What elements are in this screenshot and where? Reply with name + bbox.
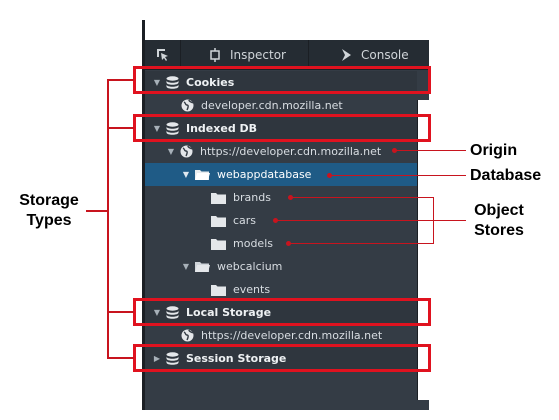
tree-item-store-cars[interactable]: cars [145,209,417,232]
folder-icon [195,169,210,181]
tree-item-local-storage-host[interactable]: https://developer.cdn.mozilla.net [145,324,417,347]
pointer-dot [286,241,291,246]
tree-item-label: Session Storage [186,352,287,365]
tree-item-label: events [233,283,271,296]
tree-item-label: cars [233,214,257,227]
folder-icon [211,192,226,204]
pointer-line-origin [396,150,466,151]
tree-item-store-events[interactable]: events [145,278,417,301]
bracket-tick [107,357,134,359]
element-picker-icon [156,49,168,61]
highlight-box-session-storage [133,344,431,372]
folder-icon [195,261,210,273]
highlight-box-local-storage [133,298,431,326]
pointer-line-store [277,220,434,221]
tree-item-label: developer.cdn.mozilla.net [201,99,343,112]
database-stack-icon [166,122,179,135]
globe-icon [181,329,194,342]
bracket-tick [107,127,134,129]
bracket-stem [86,210,107,212]
bracket-tick [107,79,134,81]
database-stack-icon [166,352,179,365]
chevron-down-icon[interactable]: ▼ [167,147,175,156]
tab-console[interactable]: Console [309,40,429,70]
highlight-box-cookies [133,66,431,94]
tree-item-label: webappdatabase [217,168,312,181]
tree-item-label: models [233,237,273,250]
callout-storage-types: Storage Types [10,191,88,231]
callout-text: Types [26,212,72,229]
tree-item-label: https://developer.cdn.mozilla.net [201,329,383,342]
tree-item-label: Cookies [186,76,235,89]
tab-inspector-label: Inspector [230,48,286,62]
tree-item-store-brands[interactable]: brands [145,186,417,209]
tree-item-origin[interactable]: ▼ https://developer.cdn.mozilla.net [145,140,417,163]
pointer-line-store [292,197,434,198]
element-picker-button[interactable] [145,40,181,70]
callout-object-stores: Object Stores [466,201,532,241]
tree-item-label: Local Storage [186,306,272,319]
chevron-down-icon[interactable]: ▼ [153,78,161,87]
globe-icon [181,99,194,112]
database-stack-icon [166,306,179,319]
tree-item-cookies[interactable]: ▼ Cookies [145,71,417,94]
tree-item-store-models[interactable]: models [145,232,417,255]
folder-icon [211,215,226,227]
tab-inspector[interactable]: Inspector [181,40,309,70]
tree-item-session-storage[interactable]: ▶ Session Storage [145,347,417,370]
tree-item-local-storage[interactable]: ▼ Local Storage [145,301,417,324]
folder-icon [211,238,226,250]
window-frame-edge [142,20,145,410]
bracket-tick [107,311,134,313]
tree-item-database-webcalcium[interactable]: ▼ webcalcium [145,255,417,278]
console-chevron-icon [342,49,351,61]
tree-item-label: webcalcium [217,260,283,273]
pointer-dot [273,218,278,223]
bracket-line [107,80,109,358]
callout-text: Stores [474,222,524,239]
chevron-down-icon[interactable]: ▼ [153,124,161,133]
pointer-dot [392,148,397,153]
tree-item-cookies-host[interactable]: developer.cdn.mozilla.net [145,94,417,117]
database-stack-icon [166,76,179,89]
folder-icon [211,284,226,296]
callout-text: Storage [19,192,79,209]
tree-item-label: brands [233,191,271,204]
tree-item-label: https://developer.cdn.mozilla.net [200,145,382,158]
callout-origin: Origin [470,142,518,159]
devtools-toolbar: Inspector Console [145,40,429,70]
pointer-line-database [331,175,466,176]
inspector-icon [210,48,220,62]
globe-icon [180,145,193,158]
callout-text: Object [474,202,524,219]
callout-database: Database [470,167,542,184]
pointer-dot [288,195,293,200]
pointer-line-store [290,243,434,244]
storage-inspector-panel: Inspector Console ▼ Cookies developer.cd… [145,40,429,410]
highlight-box-indexed-db [133,114,431,142]
chevron-down-icon[interactable]: ▼ [182,170,190,179]
tab-console-label: Console [361,48,409,62]
tree-item-label: Indexed DB [186,122,258,135]
pointer-dot [327,173,332,178]
chevron-down-icon[interactable]: ▼ [153,308,161,317]
chevron-right-icon[interactable]: ▶ [153,354,161,363]
pointer-line-object-stores [433,220,466,221]
tree-item-database-webappdatabase[interactable]: ▼ webappdatabase [145,163,417,186]
tree-item-indexed-db[interactable]: ▼ Indexed DB [145,117,417,140]
chevron-down-icon[interactable]: ▼ [182,262,190,271]
